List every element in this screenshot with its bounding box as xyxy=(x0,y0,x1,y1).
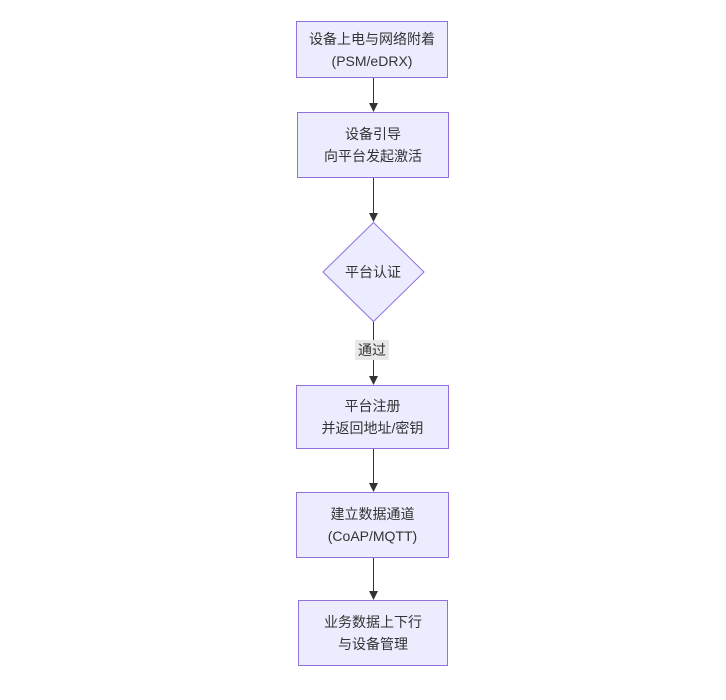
decision-diamond-shape xyxy=(322,221,425,323)
node-label-line: 设备引导 xyxy=(345,126,401,142)
node-label-line: 设备上电与网络附着 xyxy=(309,30,435,47)
node-label-line: 平台认证 xyxy=(345,264,401,280)
node-label-line: (PSM/eDRX) xyxy=(331,52,413,69)
node-business-data-mgmt: 业务数据上下行 与设备管理 xyxy=(298,600,448,666)
node-bootstrap-activate: 设备引导 向平台发起激活 xyxy=(297,112,449,178)
node-platform-auth-label: 平台认证 xyxy=(322,222,424,322)
arrowhead-b-c xyxy=(369,213,378,222)
node-label-line: 向平台发起激活 xyxy=(324,148,422,164)
arrowhead-e-f xyxy=(369,591,378,600)
node-label-line: 建立数据通道 xyxy=(330,506,415,522)
node-data-channel: 建立数据通道 (CoAP/MQTT) xyxy=(296,492,449,558)
node-label-line: 与设备管理 xyxy=(338,636,408,652)
edge-label-pass: 通过 xyxy=(355,340,389,360)
node-label-line: 平台注册 xyxy=(344,398,401,414)
node-label-line: (CoAP/MQTT) xyxy=(327,528,418,544)
node-platform-register: 平台注册 并返回地址/密钥 xyxy=(296,385,449,449)
node-label-line: 并返回地址/密钥 xyxy=(321,420,424,436)
arrowhead-d-e xyxy=(369,483,378,492)
node-label-line: 业务数据上下行 xyxy=(324,614,422,630)
node-power-on-attach: 设备上电与网络附着 (PSM/eDRX) xyxy=(296,21,448,78)
arrowhead-c-d xyxy=(369,376,378,385)
arrowhead-a-b xyxy=(369,103,378,112)
